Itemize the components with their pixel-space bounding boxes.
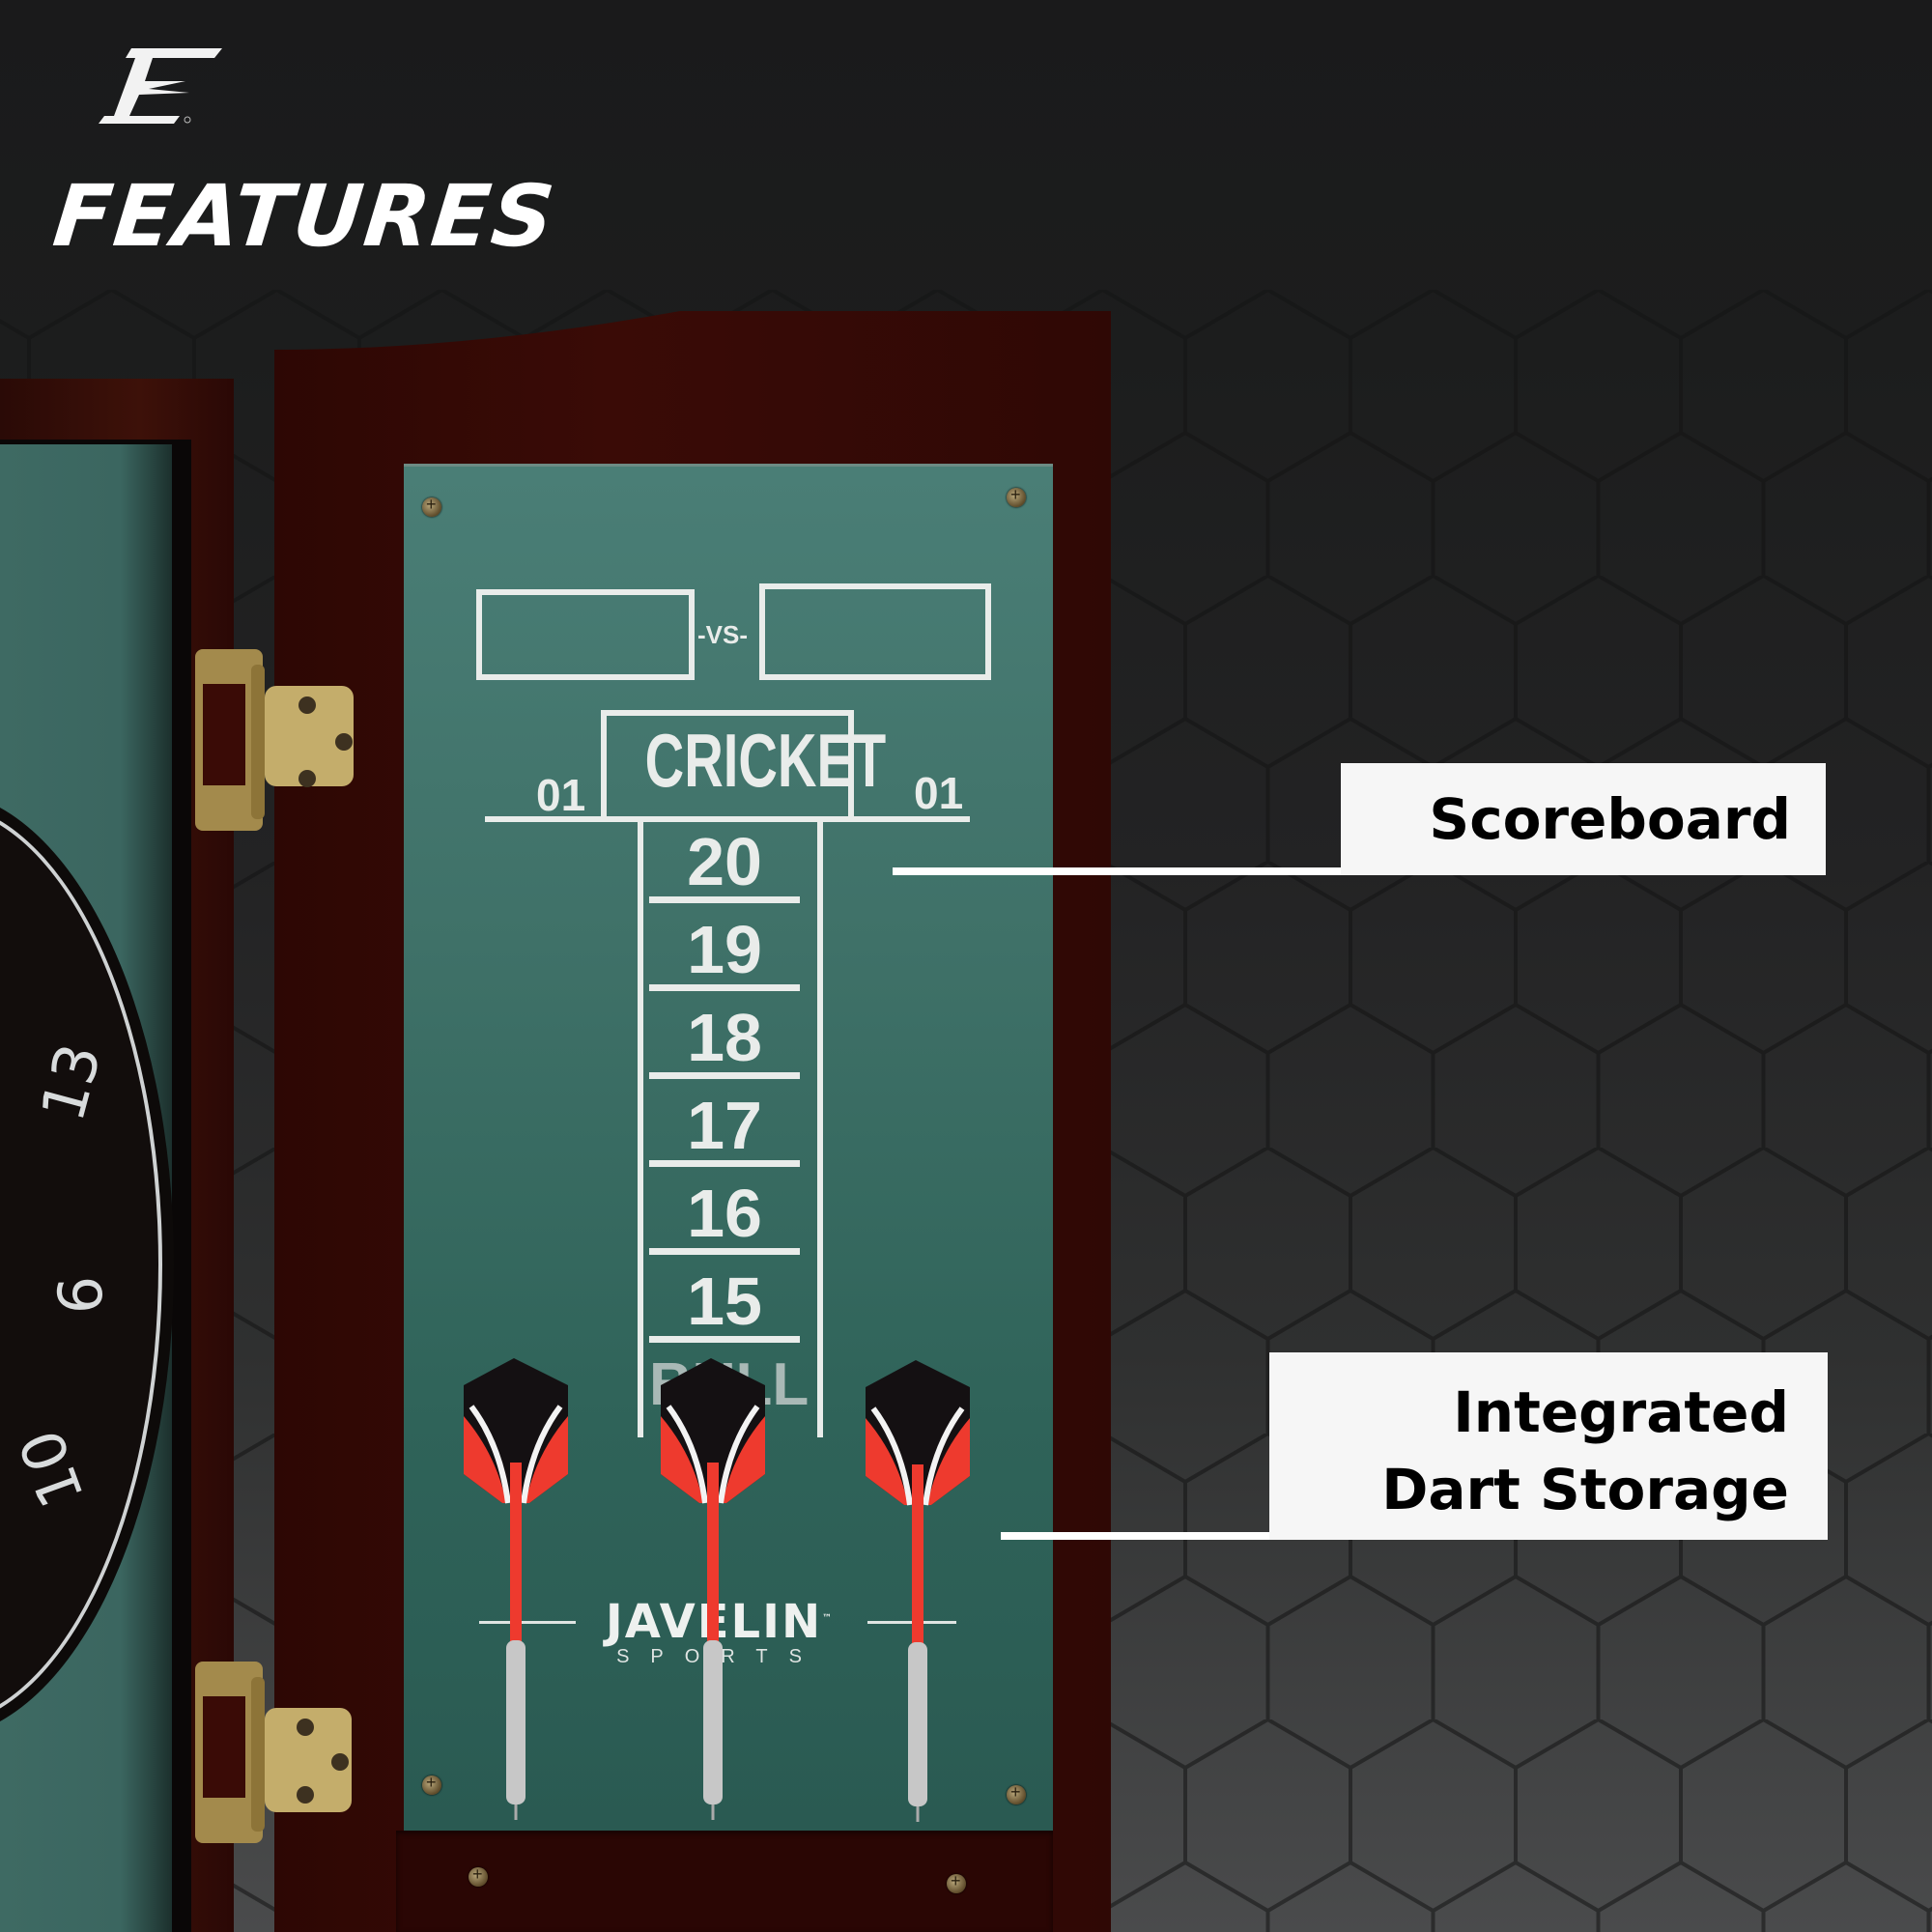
hinge-icon [195, 649, 354, 831]
dart-icon [661, 1358, 765, 1820]
hinge-icon [195, 1662, 352, 1843]
left-01-label: 01 [536, 770, 586, 820]
storage-callout-line2: Dart Storage [1381, 1457, 1789, 1522]
page-title: FEATURES [48, 166, 561, 266]
player-one-name-box [476, 589, 695, 680]
cricket-label: CRICKET [644, 718, 887, 803]
cricket-number-cell: 17 [649, 1087, 800, 1167]
screw-icon [1007, 485, 1026, 507]
right-01-label: 01 [914, 768, 964, 818]
screw-icon [422, 1773, 441, 1795]
dart-icon [464, 1358, 568, 1820]
screw-icon [947, 1871, 966, 1893]
dart-storage-callout: Integrated Dart Storage [1269, 1352, 1828, 1540]
storage-callout-line1: Integrated [1453, 1379, 1789, 1445]
screw-icon [422, 495, 441, 517]
scoreboard-callout-line [893, 867, 1345, 875]
scoreboard-divider [485, 816, 970, 822]
dartboard-number: 10 [5, 1420, 99, 1518]
brand-rule [479, 1621, 576, 1624]
cricket-header-box [601, 710, 854, 817]
brand-logo-icon [99, 48, 222, 124]
cricket-number-cell: 20 [649, 823, 800, 903]
screw-icon [1007, 1782, 1026, 1804]
cricket-number-cell: 19 [649, 911, 800, 991]
cricket-number-cell: 16 [649, 1175, 800, 1255]
screw-icon [469, 1864, 488, 1887]
cricket-number-cell: 15 [649, 1263, 800, 1343]
player-two-name-box [759, 583, 991, 680]
dartboard-number: 13 [26, 1036, 115, 1129]
scoreboard-callout: Scoreboard [1341, 763, 1826, 875]
trademark: ™ [822, 1613, 835, 1624]
vs-label: -VS- [697, 620, 748, 649]
storage-callout-line [1001, 1532, 1275, 1540]
cricket-number-column [638, 819, 823, 1437]
door-bottom-rail [396, 1831, 1053, 1932]
cricket-number-cell: 18 [649, 999, 800, 1079]
dart-icon [866, 1360, 970, 1822]
dartboard-number: 6 [45, 1275, 117, 1315]
scoreboard-callout-label: Scoreboard [1429, 786, 1791, 852]
